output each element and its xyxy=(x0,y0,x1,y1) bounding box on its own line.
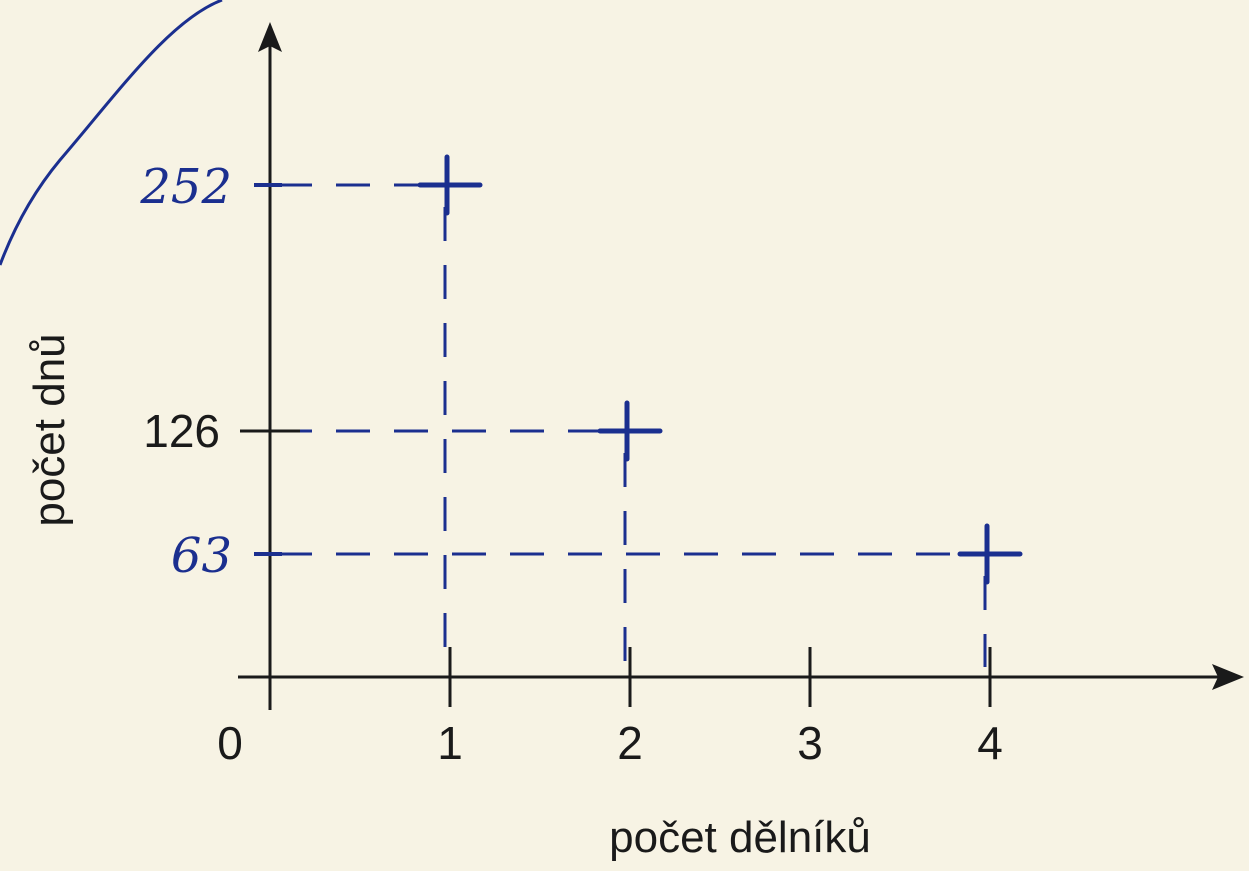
data-point-1 xyxy=(417,154,483,216)
y-axis-arrow xyxy=(258,22,282,52)
x-tick-label-3: 3 xyxy=(797,717,823,769)
x-tick-label-0: 0 xyxy=(217,717,243,769)
guide-lines xyxy=(278,183,987,667)
y-tick-label-126: 126 xyxy=(143,405,220,457)
curve-stroke xyxy=(0,0,223,266)
x-tick-label-1: 1 xyxy=(437,717,463,769)
ticks: 0 1 2 3 4 63 126 252 xyxy=(139,159,1002,769)
y-tick-label-63: 63 xyxy=(171,528,232,584)
x-tick-label-2: 2 xyxy=(617,717,643,769)
x-tick-label-4: 4 xyxy=(977,717,1003,769)
y-axis-label: počet dnů xyxy=(25,333,74,526)
x-axis-arrow xyxy=(1212,664,1244,690)
data-point-3 xyxy=(957,523,1023,585)
labels: počet dělníků počet dnů xyxy=(25,333,871,862)
axes xyxy=(238,22,1244,710)
data-points xyxy=(417,154,1023,585)
x-axis-label: počet dělníků xyxy=(609,813,871,862)
y-tick-label-252: 252 xyxy=(139,159,232,215)
data-point-2 xyxy=(597,400,663,462)
